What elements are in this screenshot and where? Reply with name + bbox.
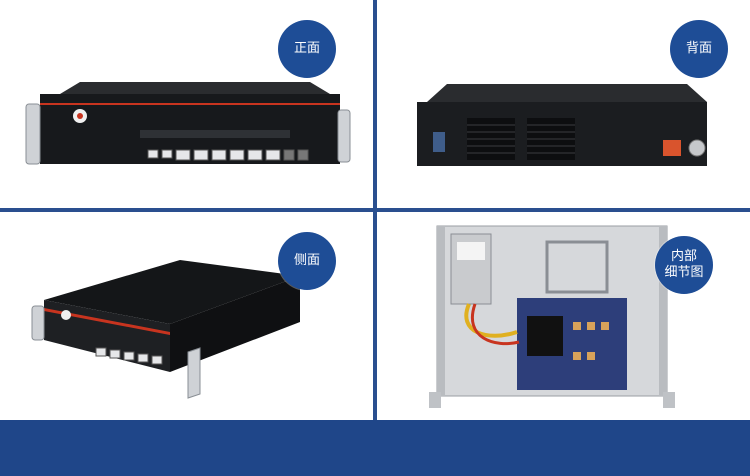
label-badge-front: 正面: [278, 20, 336, 78]
badge-text: 侧面: [293, 253, 320, 268]
badge-text: 正面: [293, 41, 320, 56]
side-chassis-image: [31, 260, 300, 399]
back-chassis-image: [417, 84, 707, 166]
label-badge-side: 侧面: [278, 232, 336, 290]
panel-grid: 正面: [0, 0, 750, 420]
panel-interior-view: 内部 细节图: [377, 212, 750, 420]
footer-bar: [0, 420, 750, 476]
badge-text-line2: 细节图: [664, 265, 704, 280]
interior-chassis-image: [429, 225, 675, 408]
badge-text-line1: 内部: [670, 249, 697, 264]
label-badge-back: 背面: [670, 20, 728, 78]
badge-text: 背面: [685, 41, 712, 56]
panel-front-view: 正面: [0, 0, 373, 208]
front-chassis-image: [25, 82, 351, 165]
panel-side-view: 侧面: [0, 212, 373, 420]
label-badge-interior: 内部 细节图: [655, 236, 713, 294]
panel-back-view: 背面: [377, 0, 750, 208]
